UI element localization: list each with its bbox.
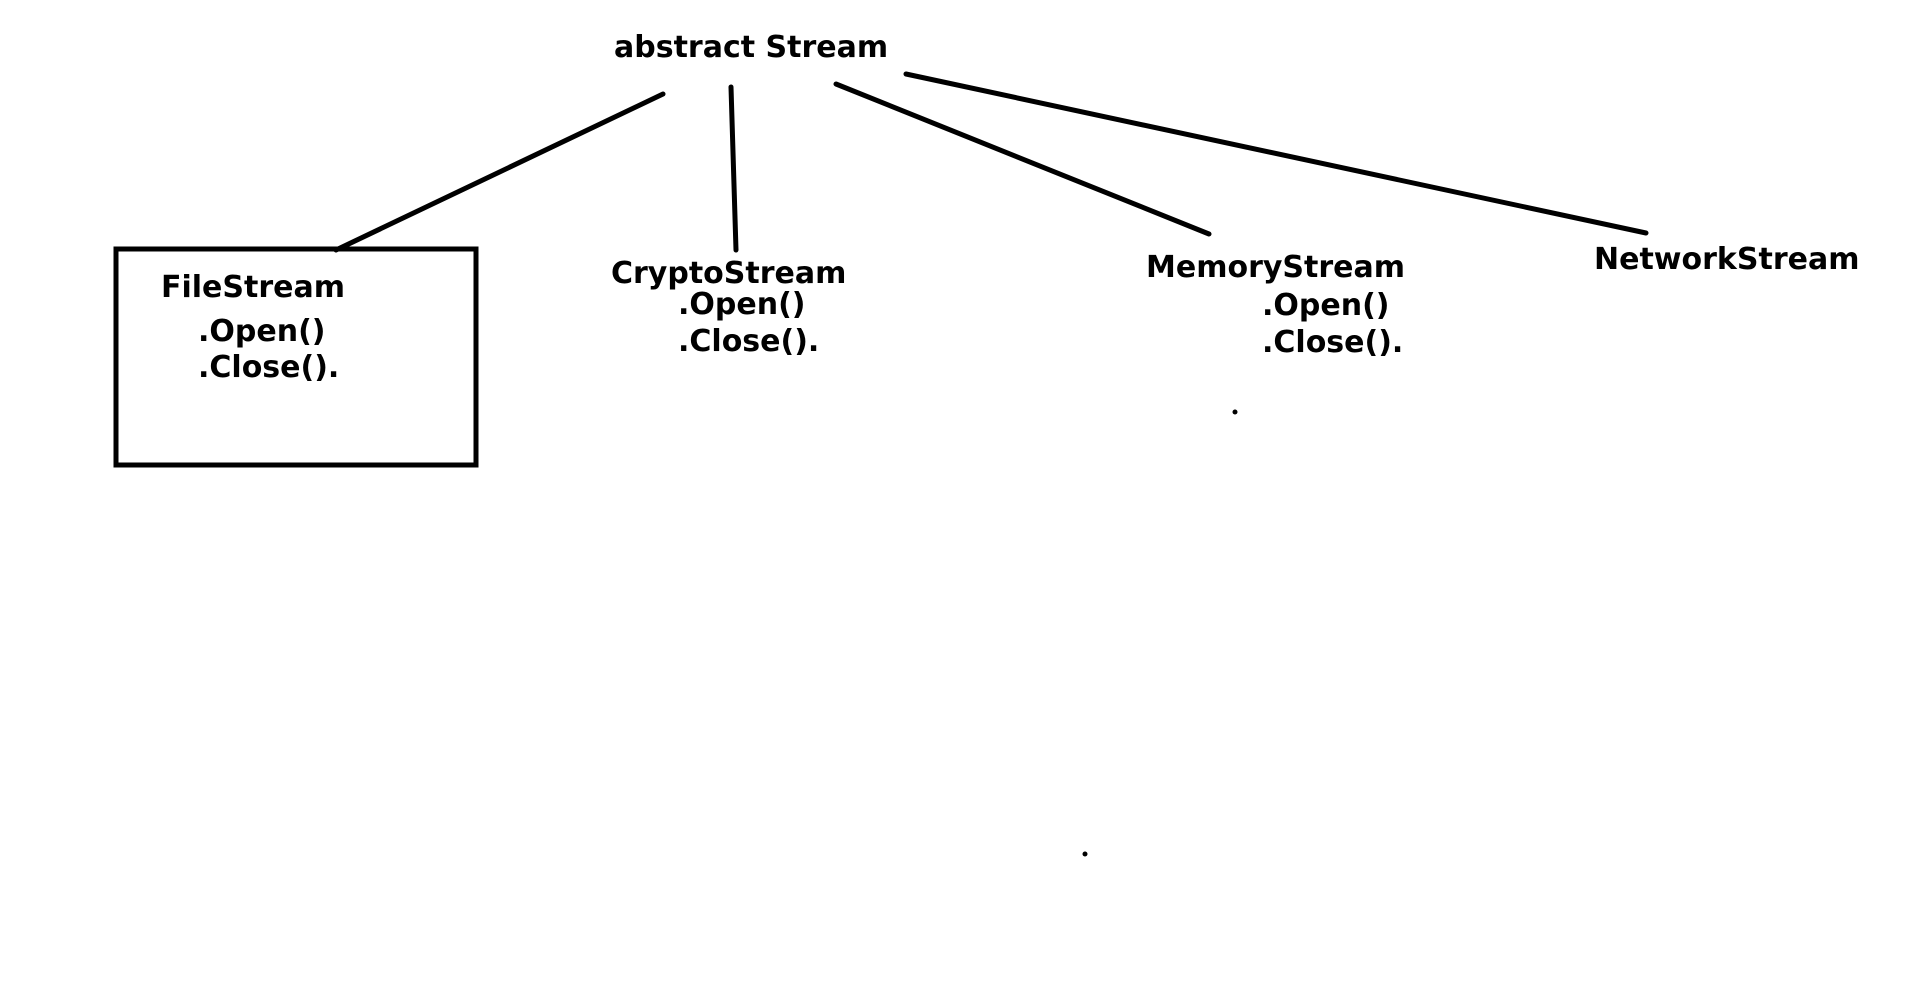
filestream-close-method: .Close().: [198, 350, 340, 385]
stray-mark: [1232, 409, 1238, 415]
networkstream-class-name: NetworkStream: [1594, 242, 1860, 277]
connector-root-cryptostream: [728, 84, 739, 253]
cryptostream-close-method: .Close().: [678, 324, 820, 359]
memorystream-close-method: .Close().: [1262, 325, 1404, 360]
filestream-class-name: FileStream: [161, 270, 345, 305]
root-class-label: abstract Stream: [614, 30, 889, 65]
memorystream-open-method: .Open(): [1262, 288, 1390, 323]
connector-root-filestream: [333, 91, 666, 253]
cryptostream-open-method: .Open(): [678, 287, 806, 322]
filestream-open-method: .Open(): [198, 314, 326, 349]
connector-root-memorystream: [833, 81, 1212, 237]
stray-mark: [1082, 851, 1088, 857]
filestream-class-box: [113, 246, 479, 468]
connector-root-networkstream: [903, 71, 1649, 236]
memorystream-class-name: MemoryStream: [1146, 250, 1406, 285]
cryptostream-class-name: CryptoStream: [611, 256, 847, 291]
